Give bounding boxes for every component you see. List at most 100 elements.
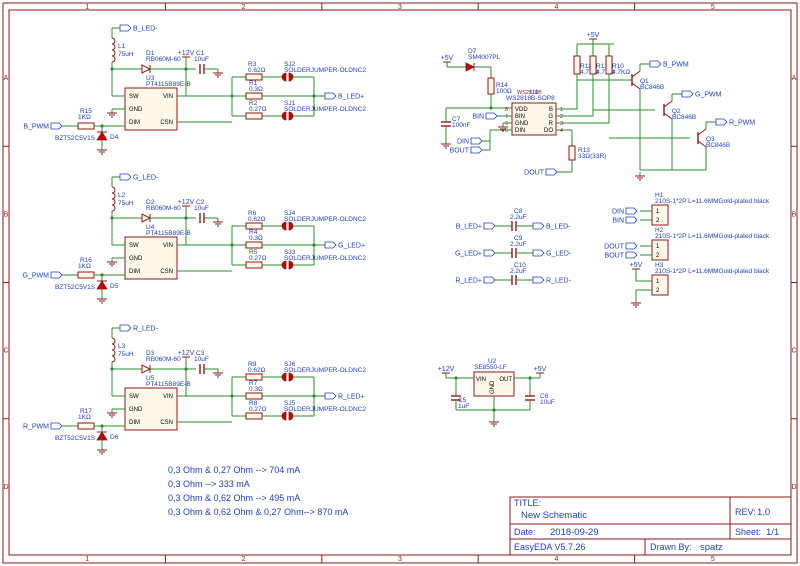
resistor-symbol — [245, 392, 263, 400]
ic-code: WS2818B — [517, 90, 542, 96]
cap-left-net-label: R_LED+ — [455, 278, 482, 285]
zone-col-label-top: 3 — [398, 4, 402, 11]
inductor-ref: L3 — [118, 343, 126, 350]
resistor-symbol — [245, 112, 263, 120]
pin-vin: VIN — [163, 94, 173, 100]
zener-diode-symbol — [96, 280, 108, 290]
transistor-collector — [631, 70, 641, 78]
solder-jumper-pad — [281, 411, 287, 421]
cap-right-net-label: G_LED- — [546, 251, 572, 258]
pwm-res-value: 1KΩ — [78, 414, 91, 421]
header-pin-no: 1 — [656, 244, 660, 250]
diode-ref: D3 — [146, 350, 155, 357]
inductor-symbol — [111, 37, 116, 63]
r13-ref: R13 — [578, 147, 590, 154]
net-flag — [532, 222, 545, 230]
jumper-a-ref: SJ4 — [284, 210, 296, 217]
zener-part: BZT52C5V1S — [55, 435, 96, 442]
header-pin-no: 2 — [656, 288, 660, 294]
schottky-diode-symbol — [141, 364, 152, 374]
resistor-symbol — [245, 261, 263, 269]
ic-pin-no: 5 — [505, 128, 508, 134]
solder-jumper-pad — [288, 72, 294, 82]
net-flag — [50, 271, 63, 279]
transistor-net-label: B_PWM — [663, 62, 689, 69]
regulator-pin-out: OUT — [499, 377, 512, 383]
pin-dim: DIM — [129, 120, 140, 126]
supply-label: +12V — [438, 366, 455, 373]
solder-jumper-pad — [281, 221, 287, 231]
sense-res-b-value: 0.3Ω — [249, 386, 263, 393]
pwm-res-value: 1KΩ — [78, 114, 91, 121]
r14-value: 100Ω — [496, 88, 512, 95]
pin-gnd: GND — [129, 107, 143, 113]
ic-pin-no: 3 — [560, 121, 563, 127]
drawn-label: Drawn By: — [650, 542, 692, 552]
resistor-symbol — [245, 412, 263, 420]
net-flag — [625, 251, 638, 259]
jumper-b-ref: SJ3 — [284, 249, 296, 256]
d7-part: SM4007PL — [468, 54, 501, 61]
sense-res-c-value: 0.27Ω — [249, 406, 267, 413]
zone-row-label-left: D — [3, 484, 8, 491]
pin-csn: CSN — [160, 420, 173, 426]
sense-res-a-value: 0.62Ω — [248, 367, 266, 374]
rectifier-diode-symbol — [465, 62, 475, 72]
pullup-value: 4.7KΩ — [612, 69, 630, 76]
supply-label: +5V — [630, 262, 643, 269]
zone-row-label-right: B — [792, 211, 797, 218]
zone-row-label-left: A — [4, 75, 9, 82]
led-driver-ic — [124, 87, 178, 131]
cap-left-net-label: G_LED+ — [455, 251, 482, 258]
zener-diode-symbol — [96, 431, 108, 441]
inductor-value: 75uH — [118, 200, 134, 207]
sense-res-b-ref: R7 — [249, 380, 258, 387]
title-label: TITLE: — [514, 498, 541, 508]
ic-pin-left: GND — [515, 121, 529, 127]
inductor-value: 75uH — [118, 51, 134, 58]
sense-res-a-ref: R3 — [248, 61, 257, 68]
net-flag — [625, 216, 638, 224]
zener-diode-symbol — [96, 131, 108, 141]
zone-col-label-top: 2 — [242, 4, 246, 11]
wire — [556, 100, 610, 124]
ic-pin-left: VDD — [515, 107, 528, 113]
cap-value: 10uF — [194, 205, 209, 212]
c7-value: 100nF — [452, 122, 470, 129]
header-part: 210S-1*2P L=11.6MMGold-plated black — [655, 233, 770, 240]
sheet-label: Sheet: — [735, 527, 761, 537]
pwm-res-ref: R17 — [80, 408, 92, 415]
zener-ref: D4 — [110, 134, 119, 141]
current-setting-note: 0,3 Ohm & 0,62 Ohm --> 495 mA — [168, 493, 300, 503]
transistor-emitter — [663, 112, 673, 120]
pullup-ref: R11 — [596, 63, 608, 70]
zone-row-label-left: C — [3, 348, 8, 355]
driver-part: PT4115B89E-B — [146, 230, 191, 237]
net-flag — [649, 60, 662, 68]
solder-jumper-pad — [288, 221, 294, 231]
zener-part: BZT52C5V1S — [55, 135, 96, 142]
tool-version: EasyEDA V5.7.26 — [514, 542, 586, 552]
pwm-controller-section: +5VD7SM4007PLR14100ΩC7100nFWS2818BU1WS28… — [441, 32, 755, 181]
regulator-pin-in: VIN — [476, 377, 486, 383]
transistor-emitter — [697, 140, 707, 148]
sense-res-a-ref: R6 — [248, 210, 257, 217]
zone-col-label-bottom: 2 — [242, 556, 246, 563]
diode-part: RB060M-60 — [146, 205, 181, 212]
jumper-a-part: SOLDERJUMPER-OLDNC2 — [284, 216, 366, 223]
zone-row-label-right: D — [791, 484, 796, 491]
resistor-symbol — [568, 145, 576, 161]
resistor-symbol — [77, 271, 95, 279]
schottky-diode-symbol — [141, 213, 152, 223]
ic-pin-right: B — [549, 107, 553, 113]
led-plus-net-label: R_LED+ — [338, 394, 365, 401]
transistor-collector — [663, 100, 673, 108]
inductor-ref: L2 — [118, 192, 126, 199]
sense-res-c-value: 0.27Ω — [249, 106, 267, 113]
pwm-net-label: R_PWM — [23, 424, 49, 431]
title-block-border — [509, 496, 792, 556]
ic-pin-no: 6 — [505, 121, 508, 127]
current-setting-note: 0,3 Ohm & 0,62 Ohm & 0,27 Ohm--> 870 mA — [168, 507, 348, 517]
solder-jumper-pad — [288, 372, 294, 382]
